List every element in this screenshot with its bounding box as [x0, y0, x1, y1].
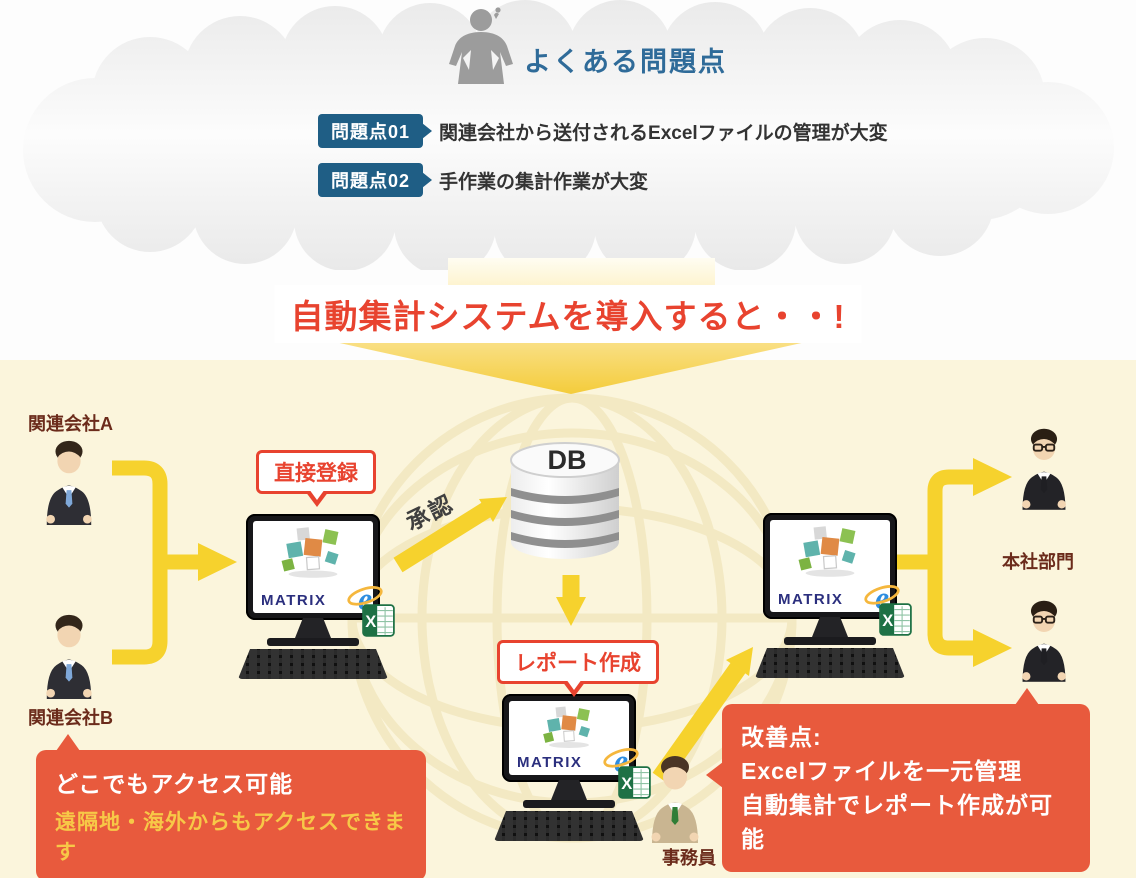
clerk-label: 事務員 — [662, 848, 716, 868]
thought-cloud — [23, 0, 1114, 270]
problem-item-2: 問題点02 手作業の集計作業が大変 — [318, 163, 648, 197]
monitor-stand-base — [784, 637, 876, 645]
client-computer: MATRIX — [238, 514, 388, 679]
improvement-line-2: Excelファイルを一元管理 — [741, 758, 1023, 784]
hq-computer: MATRIX — [755, 513, 905, 678]
problem-text-02: 手作業の集計作業が大変 — [439, 171, 649, 193]
monitor-screen: MATRIX — [770, 520, 890, 612]
improvement-line-1: 改善点: — [741, 724, 822, 750]
keyboard — [238, 649, 388, 679]
monitor-frame: MATRIX — [502, 694, 636, 782]
db-label: DB — [548, 445, 587, 475]
access-note-subtitle: 遠隔地・海外からもアクセスできます — [55, 811, 406, 864]
keyboard — [494, 811, 644, 841]
access-note-box: どこでもアクセス可能 遠隔地・海外からもアクセスできます — [36, 734, 426, 878]
company-a-label: 関連会社A — [28, 414, 113, 434]
register-bubble: 直接登録 — [256, 450, 376, 507]
access-note-title: どこでもアクセス可能 — [55, 771, 294, 797]
matrix-cubes-icon — [540, 703, 598, 749]
note-pointer-up — [1015, 688, 1039, 705]
problem-badge-01: 問題点01 — [318, 114, 424, 148]
keyboard — [755, 648, 905, 678]
monitor-stand — [295, 618, 331, 638]
approval-arrow — [393, 502, 491, 573]
monitor-stand-base — [267, 638, 359, 646]
executive-glasses-icon — [1016, 424, 1072, 510]
problem-badge-02: 問題点02 — [318, 163, 424, 197]
funnel-arrow-down — [308, 336, 833, 394]
problem-item-1: 問題点01 関連会社から送付されるExcelファイルの管理が大変 — [318, 114, 888, 148]
businessman-icon — [40, 610, 98, 699]
merge-bracket-arrow — [112, 460, 168, 665]
matrix-cubes-icon — [797, 522, 863, 578]
improvement-note-box: 改善点: Excelファイルを一元管理 自動集計でレポート作成が可能 — [706, 688, 1090, 872]
monitor-screen: MATRIX — [509, 701, 629, 775]
clerk-icon — [645, 751, 705, 843]
monitor-stand-base — [523, 800, 615, 808]
intro-banner-title: 自動集計システムを導入すると・・! — [274, 285, 862, 343]
monitor-stand — [812, 617, 848, 637]
monitor-frame: MATRIX — [246, 514, 380, 620]
monitor-frame: MATRIX — [763, 513, 897, 619]
monitor-screen: MATRIX — [253, 521, 373, 613]
clerk-computer: MATRIX — [494, 694, 644, 841]
excel-icon — [362, 604, 395, 637]
matrix-logo: MATRIX — [517, 754, 583, 771]
person-silhouette-icon — [436, 6, 526, 98]
matrix-logo: MATRIX — [261, 592, 327, 609]
businessman-icon — [40, 436, 98, 525]
database-icon: DB — [510, 442, 620, 559]
note-pointer-left — [706, 762, 723, 788]
report-bubble: レポート作成 — [497, 640, 659, 697]
problem-section-title: よくある問題点 — [524, 47, 727, 77]
matrix-logo: MATRIX — [778, 591, 844, 608]
note-pointer-up — [56, 734, 80, 751]
improvement-line-3: 自動集計でレポート作成が可能 — [741, 792, 1053, 852]
matrix-cubes-icon — [280, 523, 346, 579]
company-b-label: 関連会社B — [28, 708, 113, 728]
executive-glasses-icon — [1016, 596, 1072, 682]
monitor-stand — [551, 780, 587, 800]
headquarters-label: 本社部門 — [1002, 552, 1074, 572]
excel-icon — [879, 603, 912, 636]
problem-text-01: 関連会社から送付されるExcelファイルの管理が大変 — [439, 122, 888, 144]
